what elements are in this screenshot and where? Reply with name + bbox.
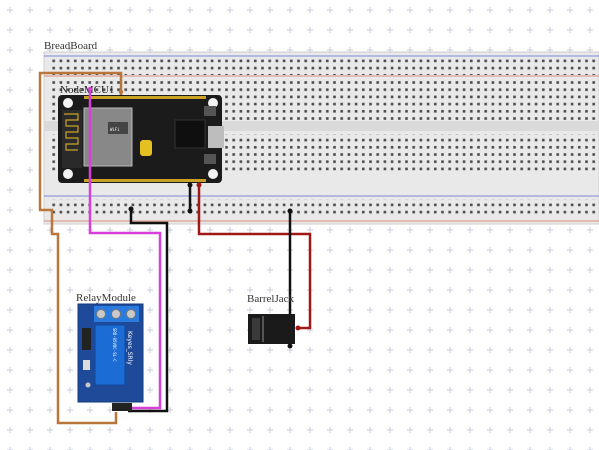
mount-hole-tr [208,98,218,108]
wifi-logo-box [108,122,128,134]
wire-black-relay[interactable] [128,209,169,413]
bottom-rail-holes-a [50,199,599,207]
wire-orange[interactable] [38,71,123,425]
nodemcu-board[interactable]: WiFi [58,95,224,183]
antenna-trace [64,113,79,151]
pin-endpoint [118,89,124,95]
relay-module[interactable]: SRD-05VDC-SL-C Keyes_SRly [77,303,144,411]
mount-hole-bl [63,169,73,179]
pin-endpoint [295,325,301,331]
led [83,360,90,370]
relay-pin-header [112,403,132,411]
relay-label: RelayModule [76,292,136,304]
wire-red[interactable] [197,185,312,330]
mount-hole-br [208,169,218,179]
relay-brand-text: Keyes_SRly [126,331,133,365]
barrel-jack[interactable] [248,314,295,344]
pin-endpoint [187,182,193,188]
pin-endpoint [287,208,293,214]
relay-spec-text: SRD-05VDC-SL-C [112,328,117,362]
wifi-logo-text: WiFi [110,127,120,132]
mount-hole-tl [63,98,73,108]
top-rail-holes-b [50,67,599,75]
pin-endpoint [196,182,202,188]
antenna-area [62,110,82,168]
screw-1 [96,309,106,319]
esp-module-shield [83,107,133,167]
mount-hole [85,382,91,388]
reset-button [204,106,216,116]
center-channel [44,121,599,131]
top-rail-holes-a [50,59,599,67]
barrel-jack-opening [252,318,260,340]
barrel-jack-label: BarrelJack [247,293,295,305]
capacitor [140,140,152,156]
pin-endpoint [128,206,134,212]
usb-serial-chip [174,119,206,149]
screw-2 [111,309,121,319]
pin-endpoint [287,343,293,349]
breadboard-label: BreadBoard [44,40,98,52]
pin-endpoint [187,208,193,214]
nodemcu-label: NodeMCU1 [60,84,114,96]
pin-row-top [84,96,206,99]
flash-button [204,154,216,164]
barrel-jack-ridge [262,316,264,342]
relay-pin-labels [85,397,107,401]
relay-body [94,324,126,386]
bottom-rail-holes-b [50,207,599,215]
pin-row-bottom [84,179,206,182]
transistor [82,328,91,350]
pin-endpoint [87,86,93,92]
screw-3 [126,309,136,319]
usb-connector [208,126,224,148]
